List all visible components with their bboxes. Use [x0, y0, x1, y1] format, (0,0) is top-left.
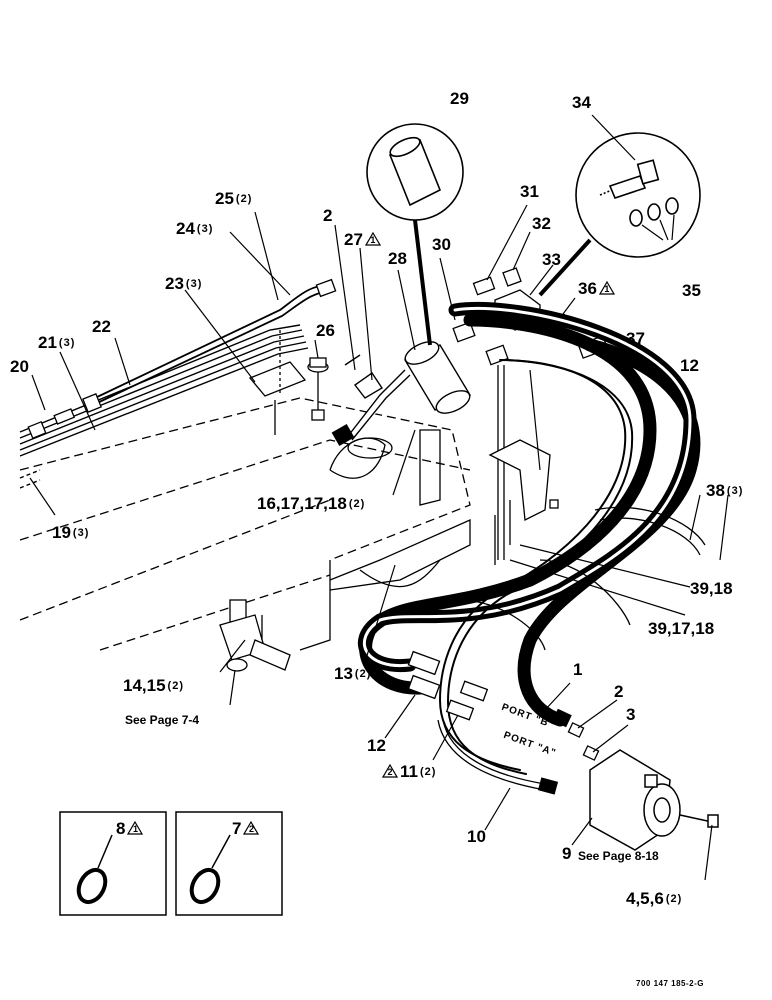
callout-31: 31	[520, 182, 539, 201]
callout-19: 19(3)	[52, 523, 90, 542]
motor-9	[589, 749, 719, 851]
drawing-code: 700 147 185-2-G	[636, 979, 704, 988]
callout-32: 32	[532, 214, 551, 233]
vent-26	[307, 357, 329, 421]
callout-12-lower: 12	[367, 736, 386, 755]
header-frame	[19, 397, 471, 651]
callout-12-upper: 12	[680, 356, 699, 375]
callout-37: 37	[626, 329, 645, 348]
callout-2-lower: 2	[614, 682, 624, 701]
revision-triangle-icon: 1	[598, 281, 615, 295]
callout-4-5-6: 4,5,6(2)	[626, 889, 683, 908]
revision-triangle-icon: 2	[382, 764, 398, 778]
callout-14-15: 14,15(2)	[123, 676, 184, 695]
callout-24: 24(3)	[176, 219, 214, 238]
bracket-23	[248, 330, 307, 435]
revision-triangle-icon: 1	[364, 232, 381, 246]
callout-2-upper: 2	[323, 206, 333, 225]
callout-35: 35	[682, 281, 701, 300]
o-ring-box-8	[59, 811, 167, 916]
callout-21: 21(3)	[38, 333, 76, 352]
callout-39-18: 39,18	[690, 579, 733, 598]
callout-39-17-18: 39,17,18	[648, 619, 715, 638]
callout-38: 38(3)	[706, 481, 744, 500]
callout-10: 10	[467, 827, 486, 846]
callout-33: 33	[542, 250, 561, 269]
revision-triangle-icon: 2	[243, 821, 260, 835]
main-hoses	[357, 302, 701, 775]
revision-triangle-icon: 1	[127, 821, 144, 835]
see-page-7-4-note: See Page 7-4	[125, 713, 200, 727]
port-fittings	[407, 650, 600, 761]
detail-circle-29	[366, 123, 464, 346]
callout-34: 34	[572, 93, 591, 112]
o-ring-box-7	[175, 811, 283, 916]
callout-29: 29	[450, 89, 469, 108]
callout-20: 20	[10, 357, 29, 376]
callout-13: 13(2)	[334, 664, 372, 683]
callout-26: 26	[316, 321, 335, 340]
left-fittings	[27, 278, 337, 440]
callout-3: 3	[626, 705, 636, 724]
detail-circle-34-35	[538, 132, 701, 297]
callout-9: 9	[562, 844, 572, 863]
leader-lines	[29, 114, 729, 881]
callout-1: 1	[573, 660, 583, 679]
valve-14	[219, 599, 291, 672]
callout-22: 22	[92, 317, 111, 336]
callout-23: 23(3)	[165, 274, 203, 293]
callout-28: 28	[388, 249, 407, 268]
callout-30: 30	[432, 235, 451, 254]
bracket-37	[488, 439, 559, 565]
straps-38	[459, 506, 706, 651]
filter-28	[331, 341, 472, 447]
callout-25: 25(2)	[215, 189, 253, 208]
cable-10	[437, 719, 559, 795]
see-page-8-18-note: See Page 8-18	[578, 849, 659, 863]
callout-16: 16,17,17,18(2)	[257, 494, 366, 513]
